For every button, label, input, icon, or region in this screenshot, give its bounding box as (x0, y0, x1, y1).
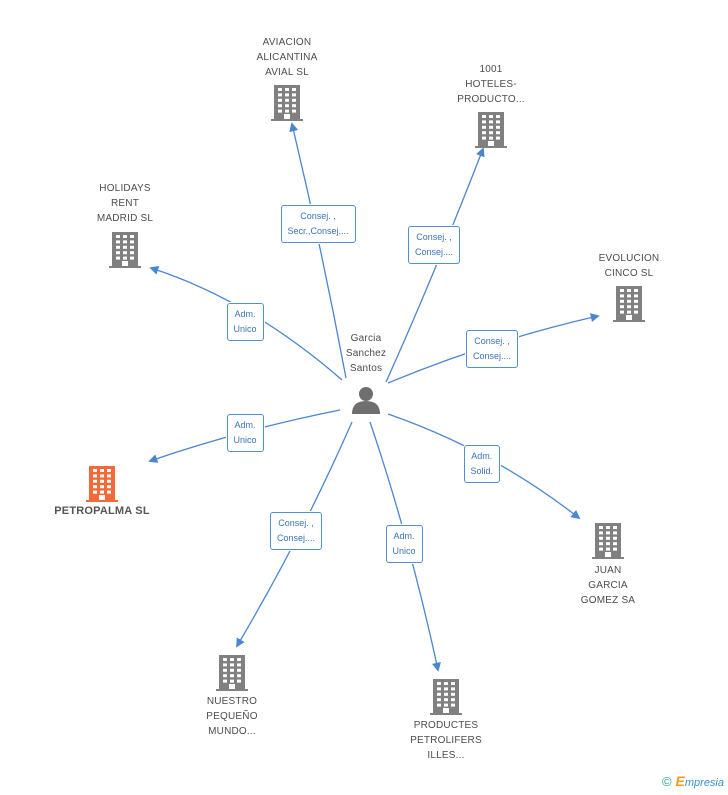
relation-label-productes[interactable]: Adm. Unico (385, 525, 423, 563)
company-label-aviacion[interactable]: AVIACION ALICANTINA AVIAL SL (227, 35, 347, 80)
relation-label-aviacion[interactable]: Consej. , Secr.,Consej.... (280, 205, 356, 243)
relation-label-line: Adm. (471, 451, 493, 461)
brand-name: mpresia (684, 777, 724, 789)
relation-label-line: Consej.... (415, 247, 454, 257)
company-label-line: CINCO SL (604, 268, 654, 279)
company-label-line: ALICANTINA (256, 52, 318, 63)
person-icon[interactable] (352, 387, 380, 414)
relation-label-line: Consej. , (300, 211, 336, 221)
company-label-line: NUESTRO (206, 696, 258, 707)
company-label-juan[interactable]: JUAN GARCIA GOMEZ SA (548, 563, 668, 608)
company-label-line: MADRID SL (96, 213, 154, 224)
relation-edge-hoteles (385, 147, 485, 383)
company-label-line: RENT (110, 198, 140, 209)
relation-label-line: Consej. , (278, 518, 314, 528)
building-icon[interactable] (216, 655, 248, 691)
relation-label-line: Adm. (393, 531, 415, 541)
company-label-line: EVOLUCION (598, 253, 660, 264)
company-label-line: PETROLIFERS (410, 735, 482, 746)
relation-label-line: Unico (233, 324, 257, 334)
relation-label-line: Consej. , (474, 336, 510, 346)
building-icon[interactable] (592, 523, 624, 559)
company-label-line: PETROPALMA SL (54, 505, 150, 517)
building-icon[interactable] (430, 679, 462, 715)
company-label-line: AVIACION (262, 37, 312, 48)
relation-label-line: Adm. (234, 309, 256, 319)
relation-label-line: Adm. (234, 420, 256, 430)
relation-label-line: Unico (392, 546, 416, 556)
company-label-line: GOMEZ SA (580, 595, 636, 606)
company-label-line: PRODUCTO... (457, 94, 525, 105)
relation-label-line: Unico (233, 435, 257, 445)
person-name-line: Garcia (350, 333, 382, 344)
relation-label-holidays[interactable]: Adm. Unico (226, 303, 264, 341)
company-label-holidays[interactable]: HOLIDAYS RENT MADRID SL (65, 181, 185, 226)
relation-label-line: Consej.... (473, 351, 512, 361)
company-label-line: 1001 (479, 64, 503, 75)
relation-label-nuestro[interactable]: Consej. , Consej.... (270, 512, 323, 550)
relation-label-juan[interactable]: Adm. Solid. (463, 445, 501, 483)
company-label-line: PRODUCTES (413, 720, 479, 731)
company-label-line: AVIAL SL (265, 67, 309, 78)
person-name-line: Santos (349, 363, 383, 374)
company-label-line: HOLIDAYS (99, 183, 151, 194)
company-label-evolucion[interactable]: EVOLUCION CINCO SL (569, 251, 689, 281)
company-label-nuestro[interactable]: NUESTRO PEQUEÑO MUNDO... (172, 694, 292, 739)
company-label-line: ILLES... (427, 750, 465, 761)
relation-label-line: Consej. , (416, 232, 452, 242)
company-label-line: JUAN (594, 565, 622, 576)
footer-brand[interactable]: ©Empresia (662, 773, 724, 789)
copyright-symbol: © (661, 774, 672, 789)
person-name-line: Sanchez (345, 348, 387, 359)
building-icon[interactable] (86, 466, 118, 502)
company-label-line: PEQUEÑO (206, 711, 258, 722)
relation-label-line: Secr.,Consej.... (287, 226, 349, 236)
company-label-line: GARCIA (588, 580, 628, 591)
building-icon[interactable] (271, 85, 303, 121)
relation-label-evolucion[interactable]: Consej. , Consej.... (466, 330, 519, 368)
relation-label-line: Solid. (470, 466, 494, 476)
company-label-line: MUNDO... (208, 726, 256, 737)
relation-label-hoteles[interactable]: Consej. , Consej.... (408, 226, 461, 264)
company-label-line: HOTELES- (465, 79, 517, 90)
relation-label-line: Consej.... (277, 533, 316, 543)
company-label-petropalma[interactable]: PETROPALMA SL (42, 504, 162, 519)
brand-logo-initial: E (675, 773, 685, 789)
relation-edge-aviacion (289, 122, 347, 379)
relation-label-petropalma[interactable]: Adm. Unico (226, 414, 264, 452)
company-label-productes[interactable]: PRODUCTES PETROLIFERS ILLES... (386, 718, 506, 763)
building-icon[interactable] (613, 286, 645, 322)
building-icon[interactable] (109, 232, 141, 268)
building-icon[interactable] (475, 112, 507, 148)
